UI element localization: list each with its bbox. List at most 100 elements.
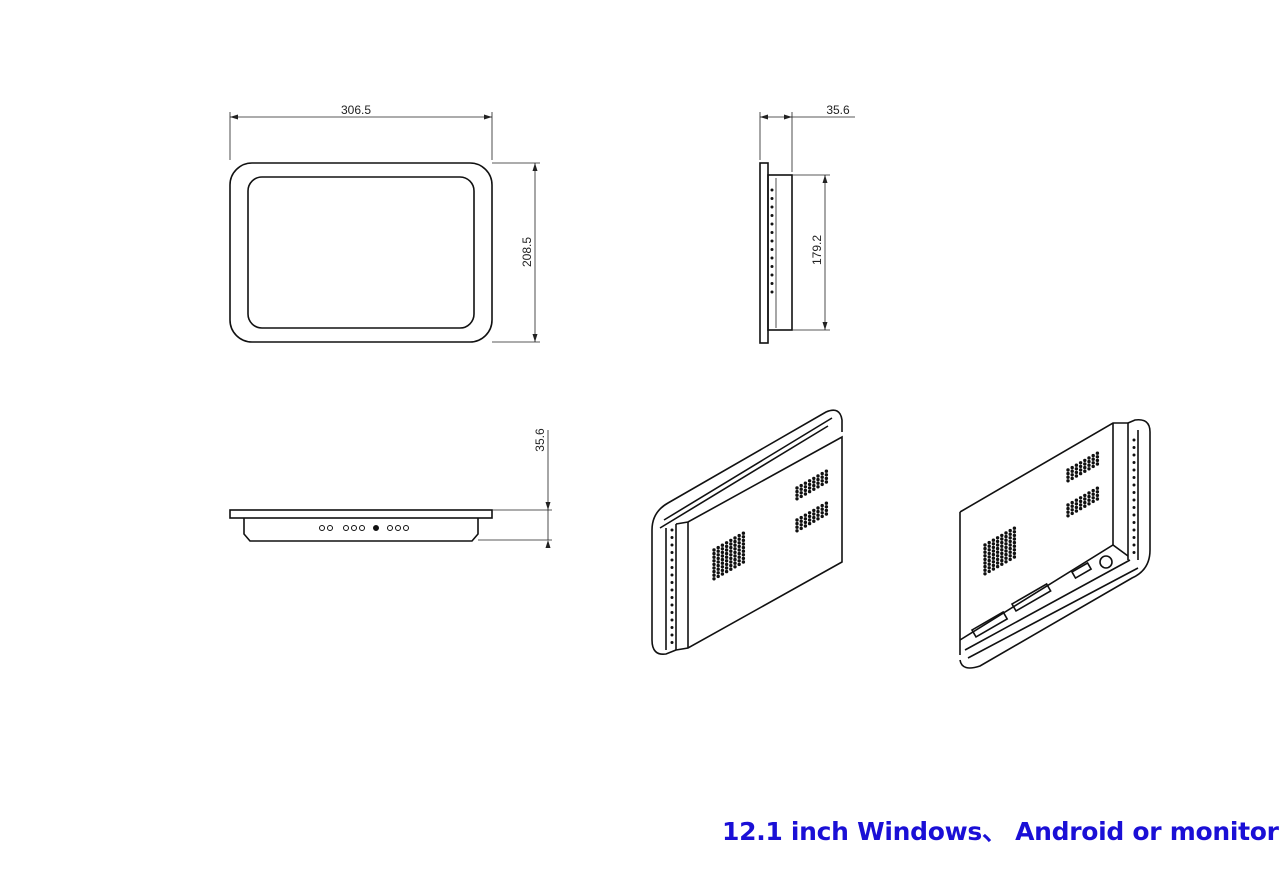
button-icon [359,525,365,531]
vent-hole [820,475,824,479]
vent-hole [995,564,1000,569]
vent-hole [812,515,816,520]
vent-hole [712,562,716,567]
vent-hole [807,489,812,494]
vent-hole [1070,504,1074,508]
power-button-icon [373,525,379,531]
vent-hole [995,543,1000,547]
vent-hole [1008,557,1012,562]
vent-hole [1008,543,1012,547]
vent-hole [729,545,733,550]
vent-hole [816,517,820,521]
vent-hole [1008,546,1012,551]
vent-hole [816,506,820,510]
vent-hole [991,542,996,546]
vent-hole [1000,548,1004,552]
vent-hole [670,573,674,577]
vent-hole [820,503,824,508]
vent-hole [807,518,812,522]
vent-hole [1004,531,1008,535]
vent-hole [1012,537,1017,541]
vent-hole [807,479,812,483]
vent-hole [820,511,824,515]
vent-hole [1000,558,1004,563]
vent-hole [1132,476,1136,479]
vent-hole [1012,533,1017,538]
vent-hole [1000,544,1004,548]
vent-hole [670,618,674,622]
vent-hole [770,290,774,294]
vent-hole [1004,538,1008,542]
vent-hole [737,544,741,549]
front-width-label: 306.5 [341,103,371,117]
vent-hole [712,555,716,559]
vent-hole [741,545,746,550]
vent-hole [824,501,829,505]
vent-hole [820,471,824,476]
vent-hole [1074,463,1079,467]
vent-hole [807,521,812,526]
vent-hole [987,558,991,563]
vent-hole [987,569,991,574]
vent-hole [1132,528,1136,532]
vent-hole [1132,506,1136,509]
vent-hole [995,546,1000,551]
vent-hole [720,557,725,562]
vent-hole [1000,537,1004,541]
button-icon [351,525,357,531]
vent-hole [670,558,674,562]
vent-hole [1095,462,1100,466]
vent-hole [724,548,729,552]
vent-hole [795,497,799,501]
vent-hole [1066,468,1070,472]
vent-hole [824,508,829,513]
vent-hole [799,526,803,531]
vent-hole [1095,490,1100,494]
vent-hole [1074,467,1079,471]
vent-hole [987,555,991,559]
vent-hole [995,536,1000,540]
vent-hole [1091,453,1095,458]
vent-hole [983,561,987,565]
vent-hole [724,566,729,570]
vent-hole [1132,461,1136,464]
vent-hole [795,493,799,497]
vent-hole [720,572,725,576]
vent-hole [991,556,996,560]
vent-hole [1083,493,1087,498]
vent-hole [1004,556,1008,560]
vent-hole [1091,488,1095,493]
vent-hole [729,567,733,571]
side-depth-label: 35.6 [826,103,850,117]
vent-hole [1083,504,1087,508]
vent-hole [1008,528,1012,533]
vent-hole [1070,511,1074,516]
vent-hole [1078,506,1083,511]
vent-hole [1083,458,1087,463]
vent-hole [720,568,725,573]
vent-hole [670,633,674,637]
vent-hole [1066,503,1070,507]
vent-hole [816,513,820,517]
vent-hole [1070,469,1074,473]
vent-hole [987,566,991,570]
vent-hole [720,547,725,551]
vent-hole [812,508,816,513]
vent-hole [816,485,820,489]
vent-hole [812,480,816,484]
vent-hole [716,574,720,579]
vent-hole [983,557,987,562]
vent-hole [670,596,674,599]
vent-hole [807,486,812,490]
vent-hole [1008,536,1012,540]
vent-hole [1078,461,1083,465]
side-height-label: 179.2 [810,235,824,265]
vent-hole [1083,465,1087,470]
vent-hole [1074,509,1079,513]
vent-hole [1070,473,1074,477]
vent-hole [1004,552,1008,557]
button-icon [327,525,333,531]
vent-hole [1012,555,1017,559]
vent-hole [670,551,674,554]
